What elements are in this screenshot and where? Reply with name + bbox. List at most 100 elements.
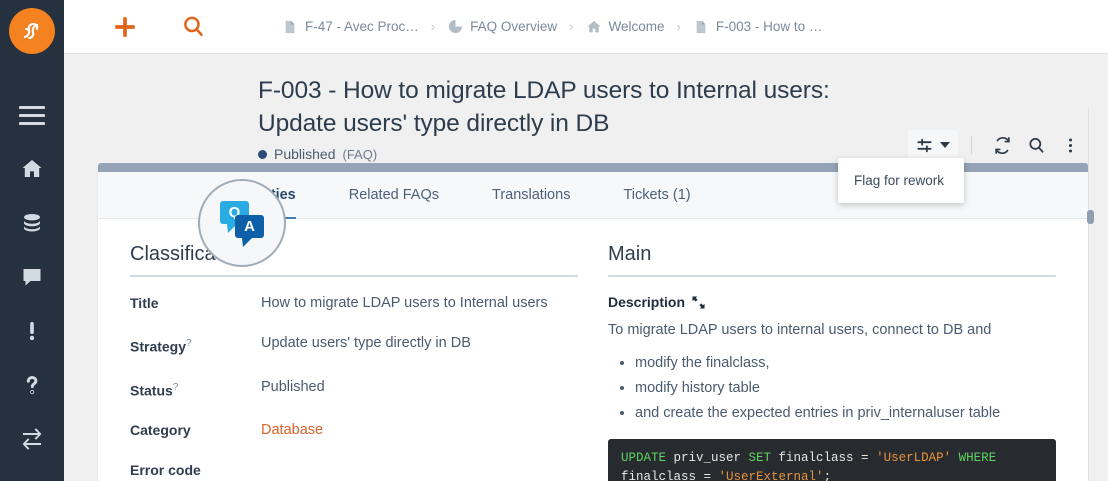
search-icon: [183, 16, 203, 37]
object-search-button[interactable]: [1019, 130, 1053, 160]
global-search-button[interactable]: [166, 0, 220, 54]
toolbar-divider: [971, 136, 972, 154]
breadcrumb-item-2[interactable]: Welcome: [586, 19, 665, 35]
flag-for-rework-dropdown-button[interactable]: [908, 130, 958, 160]
vertical-scrollbar[interactable]: [1087, 210, 1094, 224]
breadcrumb: F-47 - Avec Proc… › FAQ Overview › Wel: [282, 19, 822, 35]
code-text: ;: [823, 470, 832, 481]
sidebar-item-chat[interactable]: [0, 250, 64, 304]
field-label: Title: [130, 295, 159, 311]
plus-icon: [115, 16, 135, 37]
code-keyword: UPDATE: [621, 451, 667, 465]
breadcrumb-separator: ›: [430, 19, 436, 34]
description-label: Description: [608, 294, 686, 310]
help-icon[interactable]: ?: [172, 381, 179, 393]
exchange-arrows-icon: [22, 428, 42, 450]
faq-document-icon: [693, 19, 709, 35]
list-item: and create the expected entries in priv_…: [635, 403, 1056, 423]
breadcrumb-separator: ›: [676, 19, 681, 34]
home-icon: [22, 160, 42, 177]
sidebar-item-menu-toggle[interactable]: [0, 88, 64, 142]
breadcrumb-label: FAQ Overview: [470, 19, 558, 34]
sql-code-block: UPDATE priv_user SET finalclass = 'UserL…: [608, 439, 1056, 481]
database-icon: [24, 214, 40, 232]
description-label-row: Description: [608, 294, 1056, 310]
menu-item-flag-for-rework[interactable]: Flag for rework: [854, 173, 945, 188]
field-label: Error code: [130, 462, 201, 479]
card-body: Classification Title How to migrate LDAP…: [98, 219, 1088, 481]
itop-logo-icon[interactable]: [9, 8, 55, 54]
qa-speech-bubbles-icon: Q A: [220, 201, 264, 247]
field-error-code: Error code: [130, 461, 578, 480]
list-item: modify history table: [635, 378, 1056, 398]
field-title: Title How to migrate LDAP users to Inter…: [130, 294, 578, 313]
search-icon: [1028, 137, 1043, 153]
field-label: Category: [130, 422, 191, 439]
tab-translations[interactable]: Translations: [492, 187, 571, 203]
field-label: Status?: [130, 381, 179, 399]
field-category: Category Database: [130, 421, 578, 440]
sidebar-item-incidents[interactable]: [0, 304, 64, 358]
refresh-button[interactable]: [985, 130, 1019, 160]
top-bar: F-47 - Avec Proc… › FAQ Overview › Wel: [64, 0, 1108, 54]
page-title: F-003 - How to migrate LDAP users to Int…: [258, 77, 830, 137]
exclamation-icon: [29, 322, 35, 341]
field-status: Status? Published: [130, 378, 578, 401]
sidebar-item-faq[interactable]: [0, 358, 64, 412]
help-icon[interactable]: ?: [186, 338, 192, 349]
question-mark-icon: [26, 376, 38, 395]
code-keyword: SET: [748, 451, 772, 465]
breadcrumb-item-0[interactable]: F-47 - Avec Proc…: [282, 19, 419, 35]
code-keyword: WHERE: [951, 451, 997, 465]
expand-arrows-icon[interactable]: [692, 295, 705, 309]
classification-section: Classification Title How to migrate LDAP…: [130, 243, 578, 481]
main-section: Main Description To migrate LDAP users t…: [608, 243, 1056, 481]
breadcrumb-label: Welcome: [608, 19, 665, 34]
code-string: 'UserLDAP': [876, 451, 952, 465]
chat-bubble-icon: [23, 269, 41, 286]
section-divider: [130, 275, 578, 277]
tab-related-faqs[interactable]: Related FAQs: [348, 187, 439, 203]
chevron-down-icon: [940, 142, 950, 148]
tab-tickets[interactable]: Tickets (1): [623, 187, 691, 203]
status-dot-icon: [258, 149, 267, 159]
breadcrumb-item-1[interactable]: FAQ Overview: [447, 19, 557, 35]
hamburger-menu-icon: [19, 105, 45, 125]
breadcrumb-label: F-003 - How to …: [715, 19, 823, 34]
breadcrumb-item-3[interactable]: F-003 - How to …: [693, 19, 823, 35]
object-toolbar: [908, 130, 1087, 160]
more-actions-button[interactable]: [1053, 130, 1087, 160]
code-text: finalclass =: [771, 451, 877, 465]
field-label: Strategy?: [130, 338, 192, 355]
sidebar-item-changes[interactable]: [0, 412, 64, 466]
sidebar-item-home[interactable]: [0, 142, 64, 196]
description-intro: To migrate LDAP users to internal users,…: [608, 322, 992, 338]
code-text: priv_user: [666, 451, 749, 465]
field-strategy: Strategy? Update users' type directly in…: [130, 334, 578, 357]
sliders-icon: [917, 138, 932, 152]
sidebar-item-database[interactable]: [0, 196, 64, 250]
field-value-link[interactable]: Database: [261, 422, 324, 439]
svg-text:A: A: [244, 218, 255, 235]
pie-chart-icon: [447, 19, 463, 35]
new-object-button[interactable]: [98, 0, 152, 54]
status-badge: Published (FAQ): [258, 146, 1108, 162]
section-title-classification: Classification: [130, 243, 248, 265]
section-title-main: Main: [608, 243, 652, 265]
home-icon: [586, 19, 602, 35]
avatar: Q A: [198, 179, 286, 267]
kebab-menu-icon: [1068, 137, 1072, 153]
page-content: F-003 - How to migrate LDAP users to Int…: [64, 54, 1108, 481]
page-right-edge: [1088, 108, 1108, 481]
object-type-label: (FAQ): [342, 146, 378, 162]
object-header: F-003 - How to migrate LDAP users to Int…: [64, 54, 1108, 162]
left-sidebar: [0, 0, 64, 481]
breadcrumb-separator: ›: [569, 19, 574, 34]
flag-for-rework-menu: Flag for rework: [838, 158, 964, 203]
status-label: Published: [274, 146, 336, 162]
section-divider: [608, 275, 1056, 277]
field-value: How to migrate LDAP users to Internal us…: [261, 295, 548, 311]
field-value: Published: [261, 378, 325, 395]
card-accent-bar: [98, 163, 1088, 172]
refresh-icon: [994, 136, 1010, 154]
